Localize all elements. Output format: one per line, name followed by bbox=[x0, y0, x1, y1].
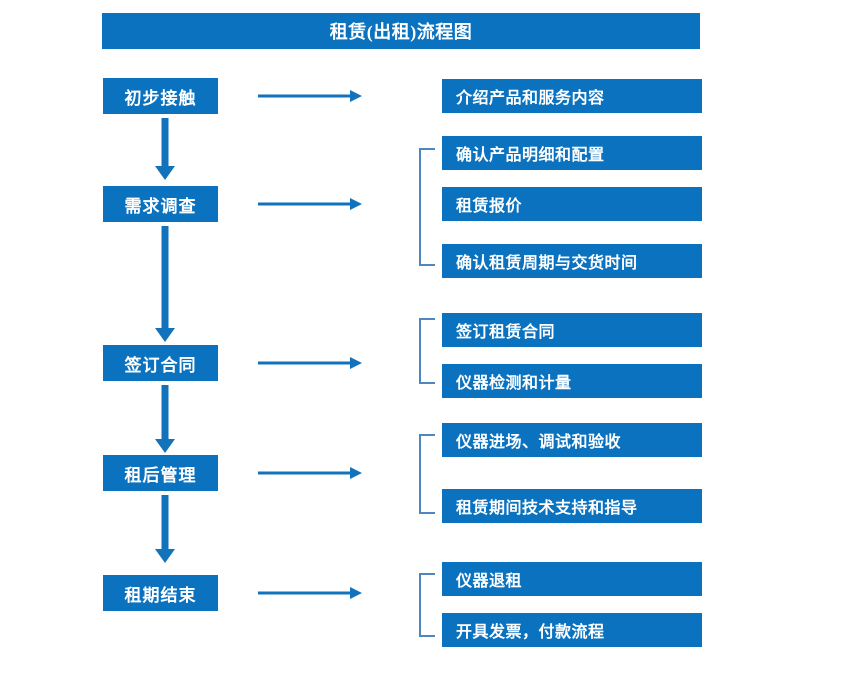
arrow-right-icon bbox=[258, 464, 362, 482]
detail-box-介绍产品和服务内容[interactable]: 介绍产品和服务内容 bbox=[442, 79, 702, 113]
arrow-down-icon bbox=[154, 495, 176, 563]
page-title: 租赁(出租)流程图 bbox=[102, 13, 700, 49]
detail-box-签订租赁合同[interactable]: 签订租赁合同 bbox=[442, 313, 702, 347]
detail-box-租赁期间技术支持和指导[interactable]: 租赁期间技术支持和指导 bbox=[442, 489, 702, 523]
arrow-right-icon bbox=[258, 87, 362, 105]
stage-box-签订合同[interactable]: 签订合同 bbox=[103, 345, 218, 381]
stage-box-需求调查[interactable]: 需求调查 bbox=[103, 186, 218, 222]
detail-box-仪器进场、调试和验收[interactable]: 仪器进场、调试和验收 bbox=[442, 423, 702, 457]
stage-box-租后管理[interactable]: 租后管理 bbox=[103, 455, 218, 491]
group-bracket-icon bbox=[418, 573, 436, 637]
arrow-right-icon bbox=[258, 354, 362, 372]
stage-box-租期结束[interactable]: 租期结束 bbox=[103, 575, 218, 611]
group-bracket-icon bbox=[418, 318, 436, 384]
arrow-right-icon bbox=[258, 584, 362, 602]
detail-box-仪器退租[interactable]: 仪器退租 bbox=[442, 562, 702, 596]
arrow-down-icon bbox=[154, 385, 176, 453]
group-bracket-icon bbox=[418, 148, 436, 266]
detail-box-确认产品明细和配置[interactable]: 确认产品明细和配置 bbox=[442, 136, 702, 170]
arrow-down-icon bbox=[154, 118, 176, 180]
detail-box-仪器检测和计量[interactable]: 仪器检测和计量 bbox=[442, 364, 702, 398]
detail-box-确认租赁周期与交货时间[interactable]: 确认租赁周期与交货时间 bbox=[442, 244, 702, 278]
arrow-right-icon bbox=[258, 195, 362, 213]
detail-box-租赁报价[interactable]: 租赁报价 bbox=[442, 187, 702, 221]
detail-box-开具发票，付款流程[interactable]: 开具发票，付款流程 bbox=[442, 613, 702, 647]
group-bracket-icon bbox=[418, 434, 436, 514]
stage-box-初步接触[interactable]: 初步接触 bbox=[103, 78, 218, 114]
arrow-down-icon bbox=[154, 226, 176, 342]
